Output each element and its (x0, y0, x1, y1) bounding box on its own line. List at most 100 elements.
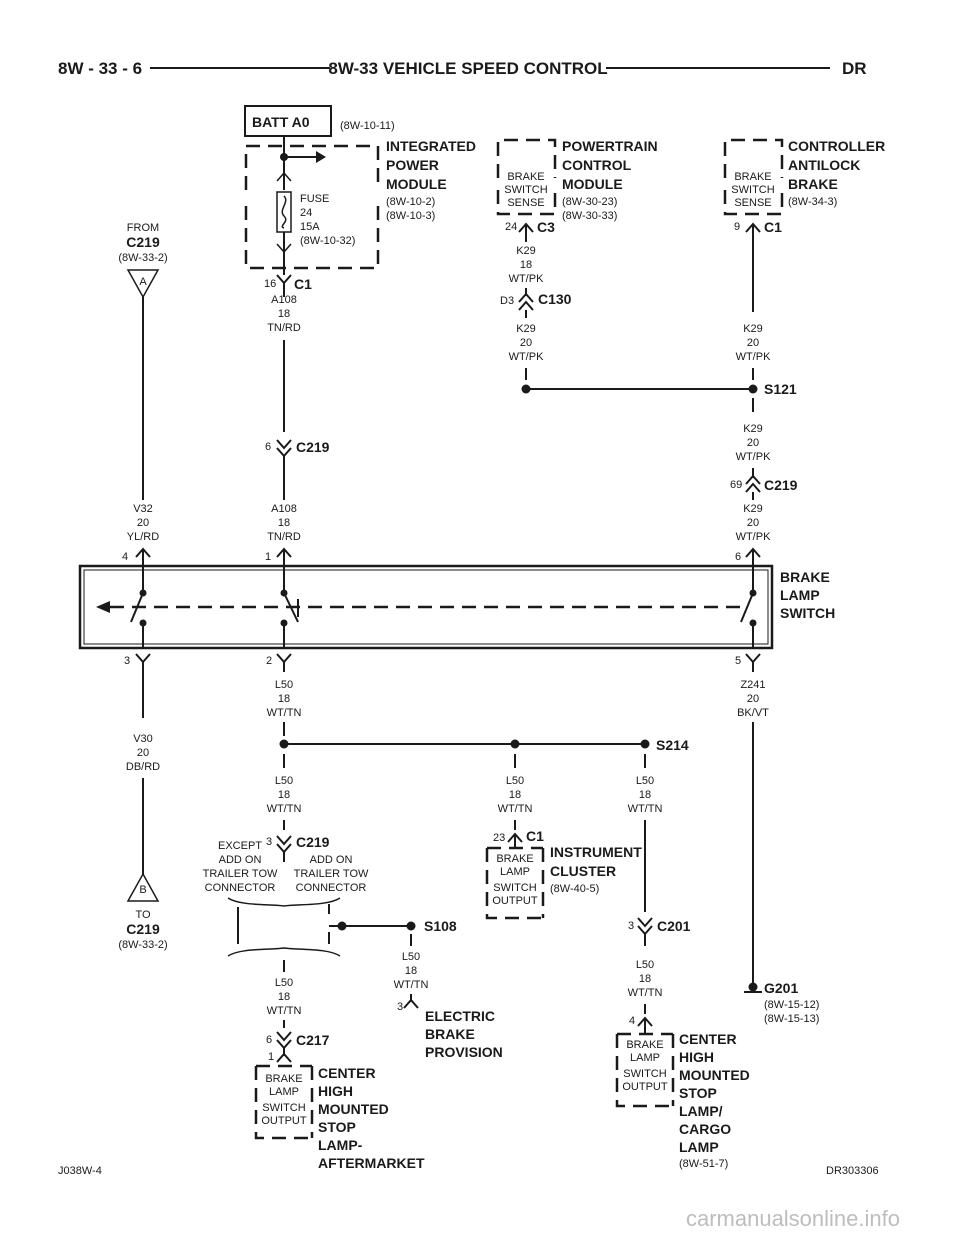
ipm-title-3: MODULE (386, 176, 447, 192)
to-connector: C219 (126, 921, 160, 937)
l50-c201-color: WT/TN (628, 987, 663, 999)
switch-pin-bot-1: 3 (124, 655, 130, 667)
ipm-c1-pin: 16 (264, 278, 276, 290)
chmsl-cargo-title-1: CENTER (679, 1031, 737, 1047)
ic-inner-3: SWITCH (493, 882, 536, 894)
chmsl-cargo-inner-4: OUTPUT (622, 1081, 668, 1093)
page-number: 8W - 33 - 6 (58, 59, 142, 78)
pcm-ref-1: (8W-30-23) (562, 196, 617, 208)
switch-pin4-icon (135, 547, 151, 565)
ipm-c1-name: C1 (294, 276, 312, 292)
k29-pcm-endpoint (521, 384, 531, 394)
pcm-ref-2: (8W-30-33) (562, 210, 617, 222)
c219-pin6-icon (276, 439, 292, 474)
fuse-number: 24 (300, 207, 312, 219)
batt-a0-ref: (8W-10-11) (340, 120, 395, 132)
switch-pin1-icon (276, 547, 292, 565)
l50-right-gauge: 18 (639, 789, 651, 801)
chmsl-cargo-inner-1: BRAKE (626, 1039, 663, 1051)
g201-ref-1: (8W-15-12) (764, 999, 819, 1011)
a108-bot-color: TN/RD (267, 531, 301, 543)
chmsl-cargo-inner-2: LAMP (630, 1052, 660, 1064)
switch-pin3-icon (135, 653, 151, 718)
pcm-title-2: CONTROL (562, 157, 632, 173)
c217-icon (276, 1020, 292, 1063)
from-ref: (8W-33-2) (118, 252, 167, 264)
brake-lamp-switch-body (78, 564, 774, 650)
ebp-pin: 3 (397, 1001, 403, 1013)
l50-c217-color: WT/TN (267, 1005, 302, 1017)
from-connector: C219 (126, 234, 160, 250)
ic-c1-pin23-icon (507, 820, 523, 848)
g201-ref-2: (8W-15-13) (764, 1013, 819, 1025)
k29-pcm-color: WT/PK (509, 273, 544, 285)
switch-pin-top-2: 1 (265, 551, 271, 563)
watermark: carmanualsonline.info (686, 1206, 900, 1231)
pcm-title-3: MODULE (562, 176, 623, 192)
figure-code: J038W-4 (58, 1165, 102, 1177)
trailer-except-4: CONNECTOR (205, 882, 276, 894)
chmsl-after-inner-3: SWITCH (262, 1102, 305, 1114)
l50-mid-gauge: 18 (509, 789, 521, 801)
z241-gauge: 20 (747, 693, 759, 705)
chmsl-cargo-outline (615, 1032, 675, 1108)
cab-title-2: ANTILOCK (788, 157, 860, 173)
l50-right-circuit: L50 (636, 775, 654, 787)
c219-pin3-icon (276, 820, 292, 862)
switch-pin-top-3: 6 (735, 551, 741, 563)
l50-left-circuit: L50 (275, 775, 293, 787)
ic-inner-2: LAMP (500, 866, 530, 878)
fuse-element (281, 195, 287, 229)
ipm-ref-2: (8W-10-3) (386, 210, 435, 222)
v30-gauge: 20 (137, 747, 149, 759)
c219-pin69-icon (745, 468, 761, 500)
c201-pin3-icon (637, 917, 653, 946)
a108-top-color: TN/RD (267, 322, 301, 334)
trailer-except-2: ADD ON (219, 854, 262, 866)
a108-top-circuit: A108 (271, 294, 297, 306)
chmsl-after-title-3: MOUNTED (318, 1101, 389, 1117)
drawing-number: DR303306 (826, 1165, 879, 1177)
ipm-title-1: INTEGRATED (386, 138, 476, 154)
k29-cab-circuit: K29 (743, 323, 763, 335)
chmsl-after-inner-2: LAMP (269, 1086, 299, 1098)
l50-c201-circuit: L50 (636, 959, 654, 971)
to-ref: (8W-33-2) (118, 939, 167, 951)
chmsl-after-inner-4: OUTPUT (261, 1115, 307, 1127)
chmsl-cargo-title-7: LAMP (679, 1139, 719, 1155)
chmsl-cargo-title-3: MOUNTED (679, 1067, 750, 1083)
l50-option-tap (337, 921, 347, 931)
ic-inner-1: BRAKE (496, 853, 533, 865)
ic-title-1: INSTRUMENT (550, 844, 642, 860)
ipm-branch-arrow (316, 151, 326, 163)
k29-c130-circuit: K29 (516, 323, 536, 335)
chmsl-cargo-title-2: HIGH (679, 1049, 714, 1065)
to-letter: B (139, 884, 146, 896)
chmsl-cargo-ref: (8W-51-7) (679, 1158, 728, 1170)
from-label: FROM (127, 222, 159, 234)
ic-title-2: CLUSTER (550, 863, 616, 879)
a108-bot-circuit: A108 (271, 503, 297, 515)
batt-a0-box (244, 105, 332, 137)
chmsl-cargo-title-5: LAMP/ (679, 1103, 723, 1119)
pcm-c3-name: C3 (537, 219, 555, 235)
chmsl-cargo-pin4-icon (637, 1004, 653, 1034)
l50-s108-circuit: L50 (402, 951, 420, 963)
chmsl-after-title-4: STOP (318, 1119, 356, 1135)
z241-color: BK/VT (737, 707, 769, 719)
l50-sw-circuit: L50 (275, 679, 293, 691)
s214-label: S214 (656, 737, 689, 753)
chmsl-cargo-pin: 4 (629, 1015, 635, 1027)
from-offpage-a-icon (126, 269, 160, 299)
v32-circuit: V32 (133, 503, 153, 515)
k29-c130-gauge: 20 (520, 337, 532, 349)
s108-label: S108 (424, 918, 457, 934)
section-code: DR (842, 59, 867, 78)
cab-title-3: BRAKE (788, 176, 838, 192)
l50-ic-tap (510, 739, 520, 749)
k29-cab-gauge: 20 (747, 337, 759, 349)
cab-inner-2: SWITCH (731, 184, 774, 196)
ic-inner-4: OUTPUT (492, 895, 538, 907)
cab-c1-pin9-icon (745, 222, 761, 312)
chmsl-cargo-inner-3: SWITCH (623, 1068, 666, 1080)
